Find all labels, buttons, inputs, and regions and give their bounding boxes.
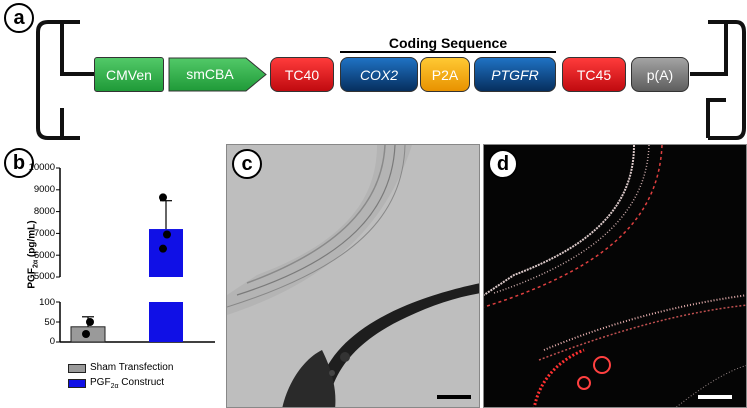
tick-5000: 5000	[33, 271, 55, 282]
coding-sequence-label: Coding Sequence	[388, 35, 508, 51]
panel-label-a: a	[4, 3, 34, 33]
construct-brackets	[36, 20, 746, 140]
segment-ptgfr: PTGFR	[474, 57, 556, 92]
panel-label-c: c	[232, 149, 262, 179]
tick-6000: 6000	[33, 250, 55, 261]
segment-polya: p(A)	[631, 57, 689, 92]
bar-construct-lower	[149, 302, 183, 342]
tick-7000: 7000	[33, 228, 55, 239]
segment-smcba: smCBA	[186, 66, 234, 82]
segment-smcba-arrow	[168, 57, 267, 92]
legend-label-construct: PGF2α Construct	[90, 377, 165, 390]
segment-tc40: TC40	[270, 57, 334, 92]
tick-50: 50	[44, 317, 55, 328]
panel-label-b: b	[4, 148, 34, 178]
segment-cox2: COX2	[340, 57, 418, 92]
tick-100: 100	[39, 297, 55, 308]
segment-tc45: TC45	[562, 57, 626, 92]
tick-8000: 8000	[33, 206, 55, 217]
fluorescence-micrograph	[483, 144, 747, 408]
tick-0: 0	[49, 336, 55, 347]
segment-cmven: CMVen	[94, 57, 164, 92]
tick-9000: 9000	[33, 184, 55, 195]
legend-swatch-construct	[68, 379, 86, 388]
pgf-bar-chart	[56, 167, 215, 343]
panel-label-d: d	[488, 149, 518, 179]
point-construct-0	[159, 193, 167, 202]
point-construct-1	[163, 230, 171, 239]
tick-10000: 10000	[28, 162, 55, 173]
legend-label-sham: Sham Transfection	[90, 362, 174, 373]
point-construct-2	[159, 244, 167, 253]
legend-swatch-sham	[68, 364, 86, 373]
brightfield-micrograph	[226, 144, 480, 408]
point-sham-1	[82, 330, 90, 338]
segment-p2a: P2A	[420, 57, 470, 92]
point-sham-0	[86, 318, 94, 326]
